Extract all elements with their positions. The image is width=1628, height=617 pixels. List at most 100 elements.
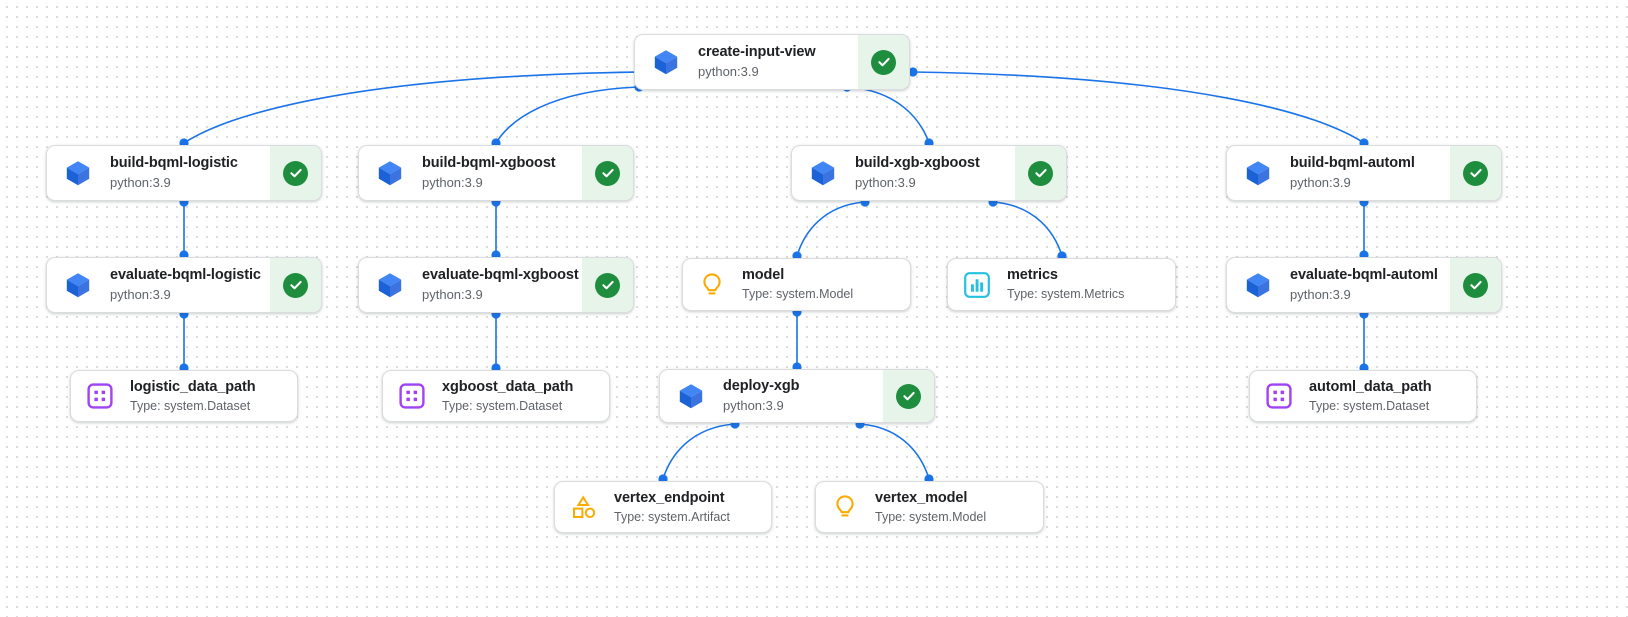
node-text: build-xgb-xgboost python:3.9 bbox=[855, 154, 980, 191]
node-title: build-bqml-xgboost bbox=[422, 155, 556, 172]
cube-icon bbox=[676, 381, 706, 411]
node-title: evaluate-bqml-logistic bbox=[110, 267, 261, 284]
node-title: evaluate-bqml-xgboost bbox=[422, 267, 579, 284]
node-title: metrics bbox=[1007, 267, 1058, 284]
status-badge bbox=[270, 258, 321, 312]
node-title: build-bqml-logistic bbox=[110, 155, 238, 172]
dag-node-build-bqml-xgboost[interactable]: build-bqml-xgboost python:3.9 bbox=[358, 145, 634, 201]
dag-edge-create-input-view-to-build-bqml-logistic bbox=[183, 71, 640, 144]
dag-node-evaluate-bqml-logistic[interactable]: evaluate-bqml-logistic python:3.9 bbox=[46, 257, 322, 313]
node-title: build-bqml-automl bbox=[1290, 155, 1415, 172]
node-title: vertex_model bbox=[875, 489, 968, 506]
dag-edge-deploy-xgb-to-vertex_model bbox=[859, 423, 930, 480]
cube-icon bbox=[1243, 270, 1273, 300]
node-title: model bbox=[742, 267, 785, 284]
status-badge bbox=[858, 35, 909, 89]
node-subtitle: Type: system.Model bbox=[875, 509, 987, 524]
node-text: evaluate-bqml-xgboost python:3.9 bbox=[422, 266, 579, 303]
node-body: build-xgb-xgboost python:3.9 bbox=[792, 146, 1015, 200]
cube-icon bbox=[375, 158, 405, 188]
node-subtitle: python:3.9 bbox=[110, 174, 171, 190]
node-subtitle: python:3.9 bbox=[422, 174, 483, 190]
check-circle-icon bbox=[283, 272, 308, 298]
node-subtitle: Type: system.Metrics bbox=[1007, 287, 1125, 302]
node-text: deploy-xgb python:3.9 bbox=[723, 377, 799, 414]
dag-edge-create-input-view-to-build-bqml-xgboost bbox=[495, 86, 640, 144]
node-title: automl_data_path bbox=[1309, 378, 1432, 395]
node-body: evaluate-bqml-logistic python:3.9 bbox=[47, 258, 270, 312]
dataset-icon bbox=[397, 381, 427, 411]
node-subtitle: python:3.9 bbox=[422, 286, 483, 302]
node-title: evaluate-bqml-automl bbox=[1290, 267, 1438, 284]
status-badge bbox=[1450, 258, 1501, 312]
cube-icon bbox=[63, 158, 93, 188]
status-badge bbox=[1450, 146, 1501, 200]
node-body: build-bqml-automl python:3.9 bbox=[1227, 146, 1450, 200]
bar-chart-icon bbox=[962, 270, 992, 300]
status-badge bbox=[582, 146, 633, 200]
dag-node-build-bqml-automl[interactable]: build-bqml-automl python:3.9 bbox=[1226, 145, 1502, 201]
check-circle-icon bbox=[1463, 272, 1488, 298]
node-subtitle: Type: system.Dataset bbox=[1309, 398, 1430, 413]
node-subtitle: Type: system.Artifact bbox=[614, 509, 731, 524]
artifact-shapes-icon bbox=[569, 492, 599, 522]
cube-icon bbox=[808, 158, 838, 188]
check-circle-icon bbox=[595, 272, 620, 298]
node-subtitle: python:3.9 bbox=[1290, 174, 1351, 190]
cube-icon bbox=[651, 47, 681, 77]
dag-edge-create-input-view-to-build-xgb-xgboost bbox=[846, 86, 930, 144]
node-body: deploy-xgb python:3.9 bbox=[660, 370, 883, 422]
status-badge bbox=[883, 370, 934, 422]
node-body: build-bqml-logistic python:3.9 bbox=[47, 146, 270, 200]
node-subtitle: python:3.9 bbox=[855, 174, 916, 190]
node-text: build-bqml-automl python:3.9 bbox=[1290, 154, 1415, 191]
dag-node-build-xgb-xgboost[interactable]: build-xgb-xgboost python:3.9 bbox=[791, 145, 1067, 201]
dag-node-evaluate-bqml-xgboost[interactable]: evaluate-bqml-xgboost python:3.9 bbox=[358, 257, 634, 313]
dag-node-build-bqml-logistic[interactable]: build-bqml-logistic python:3.9 bbox=[46, 145, 322, 201]
node-text: build-bqml-xgboost python:3.9 bbox=[422, 154, 556, 191]
check-circle-icon bbox=[1028, 160, 1053, 186]
node-text: evaluate-bqml-logistic python:3.9 bbox=[110, 266, 261, 303]
dag-edge-build-xgb-xgboost-to-model bbox=[796, 201, 866, 257]
check-circle-icon bbox=[871, 49, 896, 75]
check-circle-icon bbox=[595, 160, 620, 186]
node-title: deploy-xgb bbox=[723, 378, 800, 395]
status-badge bbox=[1015, 146, 1066, 200]
node-subtitle: Type: system.Dataset bbox=[130, 398, 251, 413]
node-subtitle: python:3.9 bbox=[723, 397, 784, 413]
node-subtitle: python:3.9 bbox=[110, 286, 171, 302]
node-subtitle: python:3.9 bbox=[698, 63, 759, 79]
check-circle-icon bbox=[896, 383, 921, 409]
cube-icon bbox=[375, 270, 405, 300]
node-title: build-xgb-xgboost bbox=[855, 155, 980, 172]
node-title: vertex_endpoint bbox=[614, 489, 725, 506]
dag-node-deploy-xgb[interactable]: deploy-xgb python:3.9 bbox=[659, 369, 935, 423]
node-body: evaluate-bqml-xgboost python:3.9 bbox=[359, 258, 582, 312]
cube-icon bbox=[1243, 158, 1273, 188]
node-subtitle: Type: system.Model bbox=[742, 287, 854, 302]
cube-icon bbox=[63, 270, 93, 300]
node-body: build-bqml-xgboost python:3.9 bbox=[359, 146, 582, 200]
node-title: logistic_data_path bbox=[130, 378, 256, 395]
